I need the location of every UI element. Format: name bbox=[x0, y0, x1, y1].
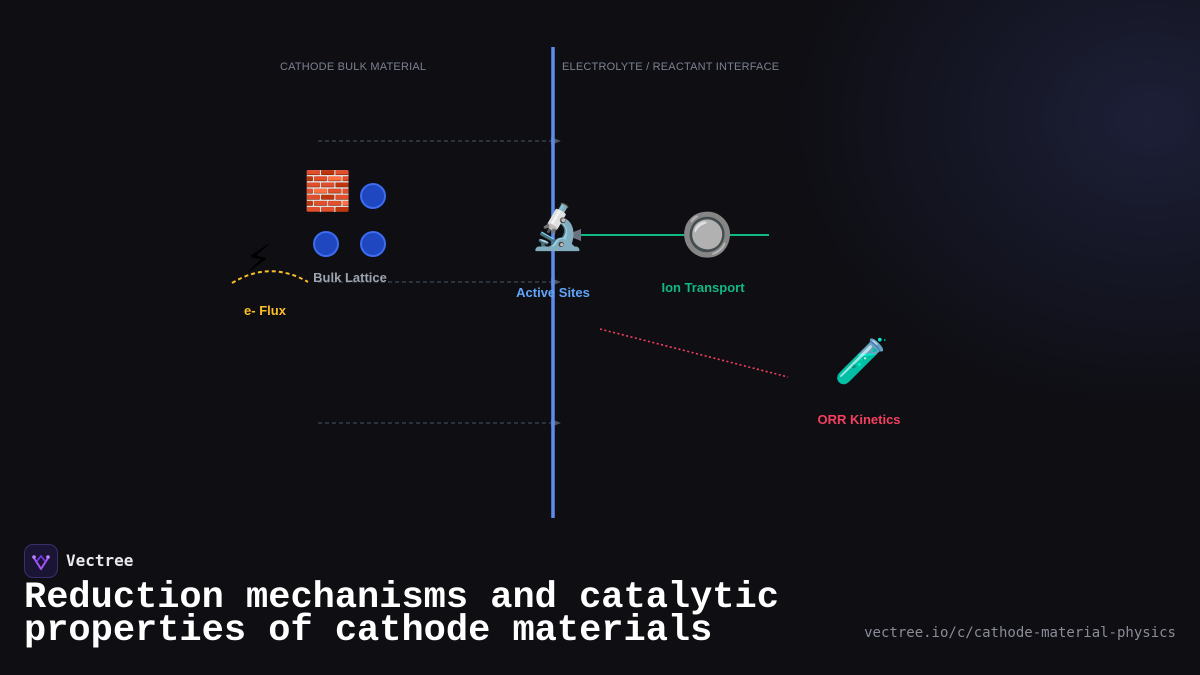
vectree-logo[interactable] bbox=[24, 544, 58, 578]
ion-transport-arrowhead bbox=[566, 229, 581, 241]
logo-mark-icon bbox=[32, 554, 50, 570]
active-sites-label: Active Sites bbox=[516, 285, 590, 300]
radio-button-icon: 🔘 bbox=[681, 210, 734, 259]
ion-transport-label: Ion Transport bbox=[661, 280, 745, 295]
title-line-2: properties of cathode materials bbox=[24, 610, 713, 652]
lattice-atom bbox=[313, 231, 339, 257]
e-flux-label: e- Flux bbox=[244, 303, 286, 318]
brand-name: Vectree bbox=[66, 551, 134, 570]
page-title: Reduction mechanisms and catalytic prope… bbox=[24, 580, 824, 650]
lightning-icon: ⚡ bbox=[245, 237, 272, 281]
title-line-1: Reduction mechanisms and catalytic bbox=[24, 577, 779, 619]
microscope-icon: 🔬 bbox=[530, 202, 585, 253]
lattice-atom bbox=[360, 231, 386, 257]
lattice-atom bbox=[360, 183, 386, 209]
orr-kinetics-connector bbox=[599, 328, 789, 378]
brick-icon: 🧱 bbox=[304, 169, 352, 213]
cathode-bulk-heading: CATHODE BULK MATERIAL bbox=[280, 61, 427, 73]
interface-heading: ELECTROLYTE / REACTANT INTERFACE bbox=[562, 61, 780, 73]
source-url[interactable]: vectree.io/c/cathode-material-physics bbox=[864, 625, 1176, 641]
orr-kinetics-label: ORR Kinetics bbox=[817, 412, 901, 427]
test-tube-icon: 🧪 bbox=[834, 336, 889, 387]
bulk-lattice-label: Bulk Lattice bbox=[313, 270, 387, 285]
e-flux-arc bbox=[231, 270, 309, 284]
